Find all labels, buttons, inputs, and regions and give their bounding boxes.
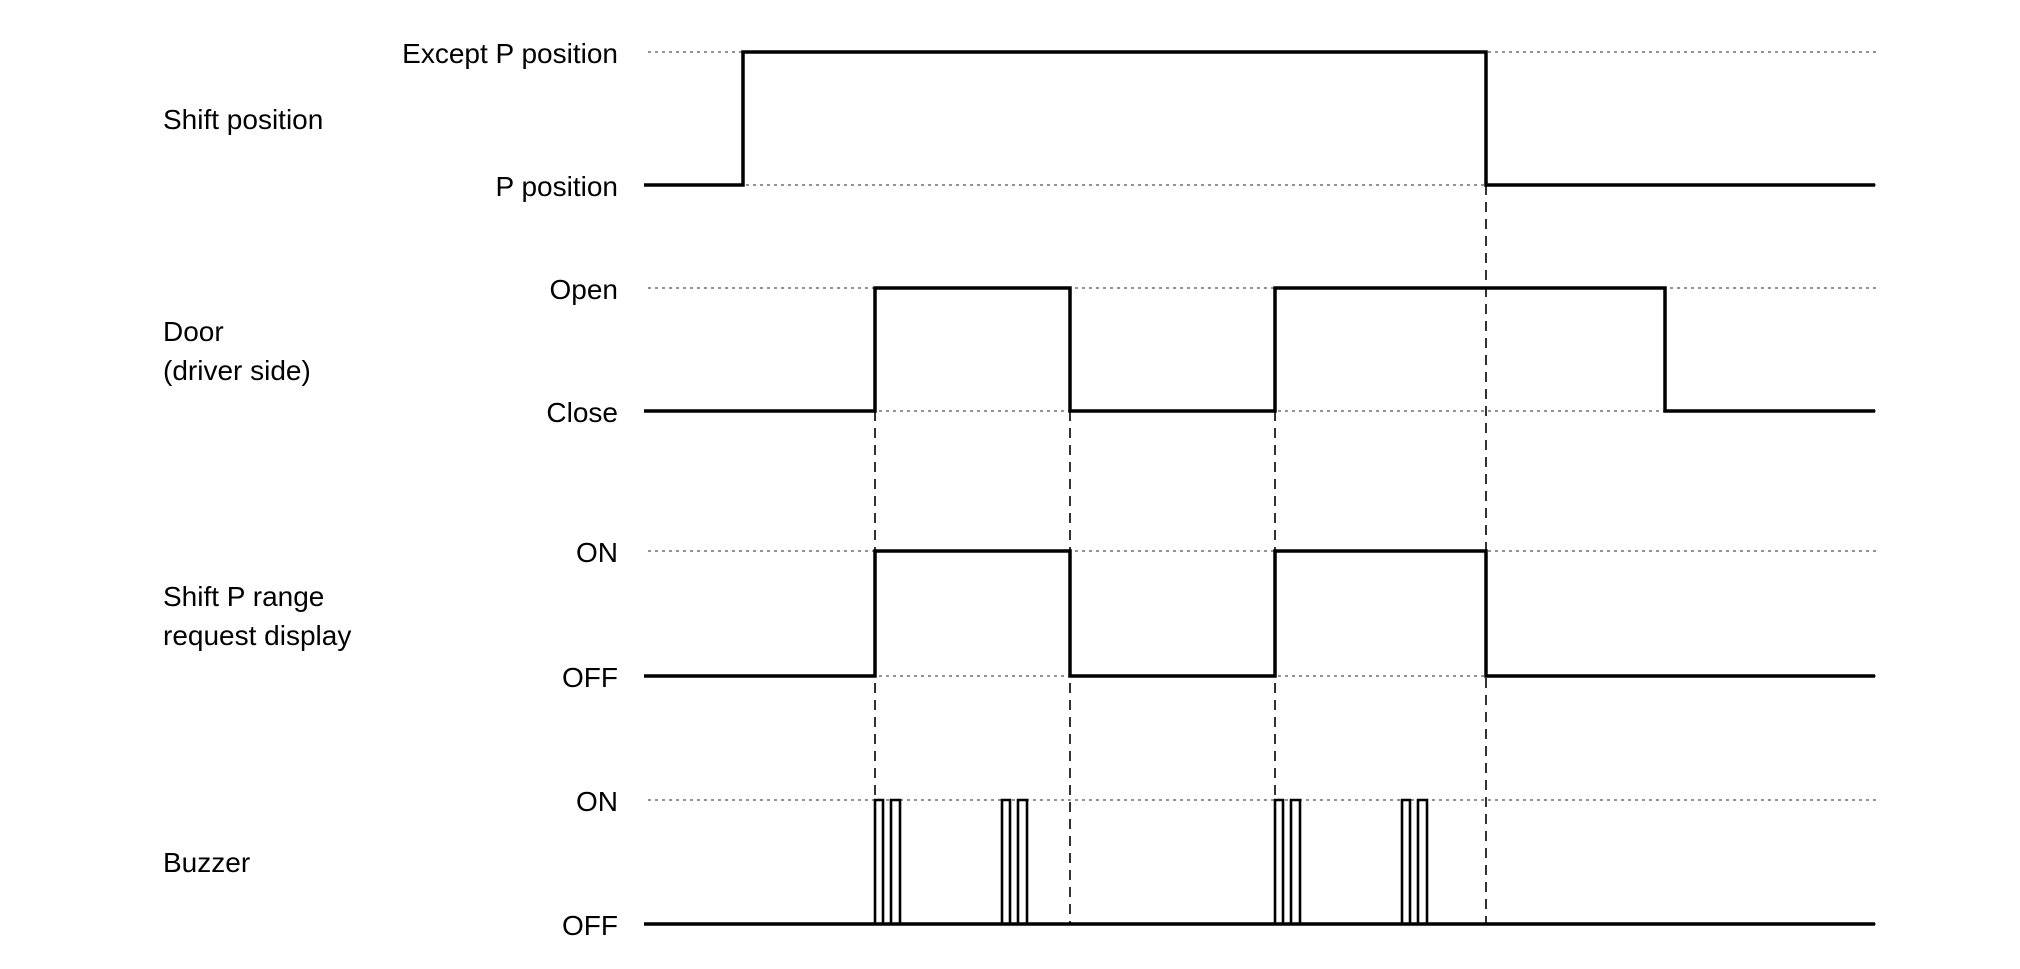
signal-name-shift-position: Shift position [163, 104, 323, 135]
buzzer-burst-2 [1000, 798, 1029, 926]
waveform-shift-p-range-display [644, 549, 1875, 678]
buzzer-burst-3 [1273, 798, 1302, 926]
level-label-p-position: P position [496, 171, 618, 202]
signal-name-shift-p-range: Shift P range [163, 581, 324, 612]
level-label-open: Open [550, 274, 619, 305]
level-label-except-p: Except P position [402, 38, 618, 69]
signal-name-door: Door [163, 316, 224, 347]
level-label-display-on: ON [576, 537, 618, 568]
level-label-buzzer-on: ON [576, 786, 618, 817]
buzzer-burst-1 [873, 798, 902, 926]
waveform-door [644, 286, 1875, 413]
signal-name-shift-p-range-line2: request display [163, 620, 351, 651]
buzzer-burst-4 [1400, 798, 1429, 926]
waveform-shift-position [644, 50, 1875, 187]
level-label-buzzer-off: OFF [562, 910, 618, 941]
signal-name-buzzer: Buzzer [163, 847, 250, 878]
level-label-display-off: OFF [562, 662, 618, 693]
signal-name-door-subtitle: (driver side) [163, 355, 311, 386]
level-label-close: Close [546, 397, 618, 428]
